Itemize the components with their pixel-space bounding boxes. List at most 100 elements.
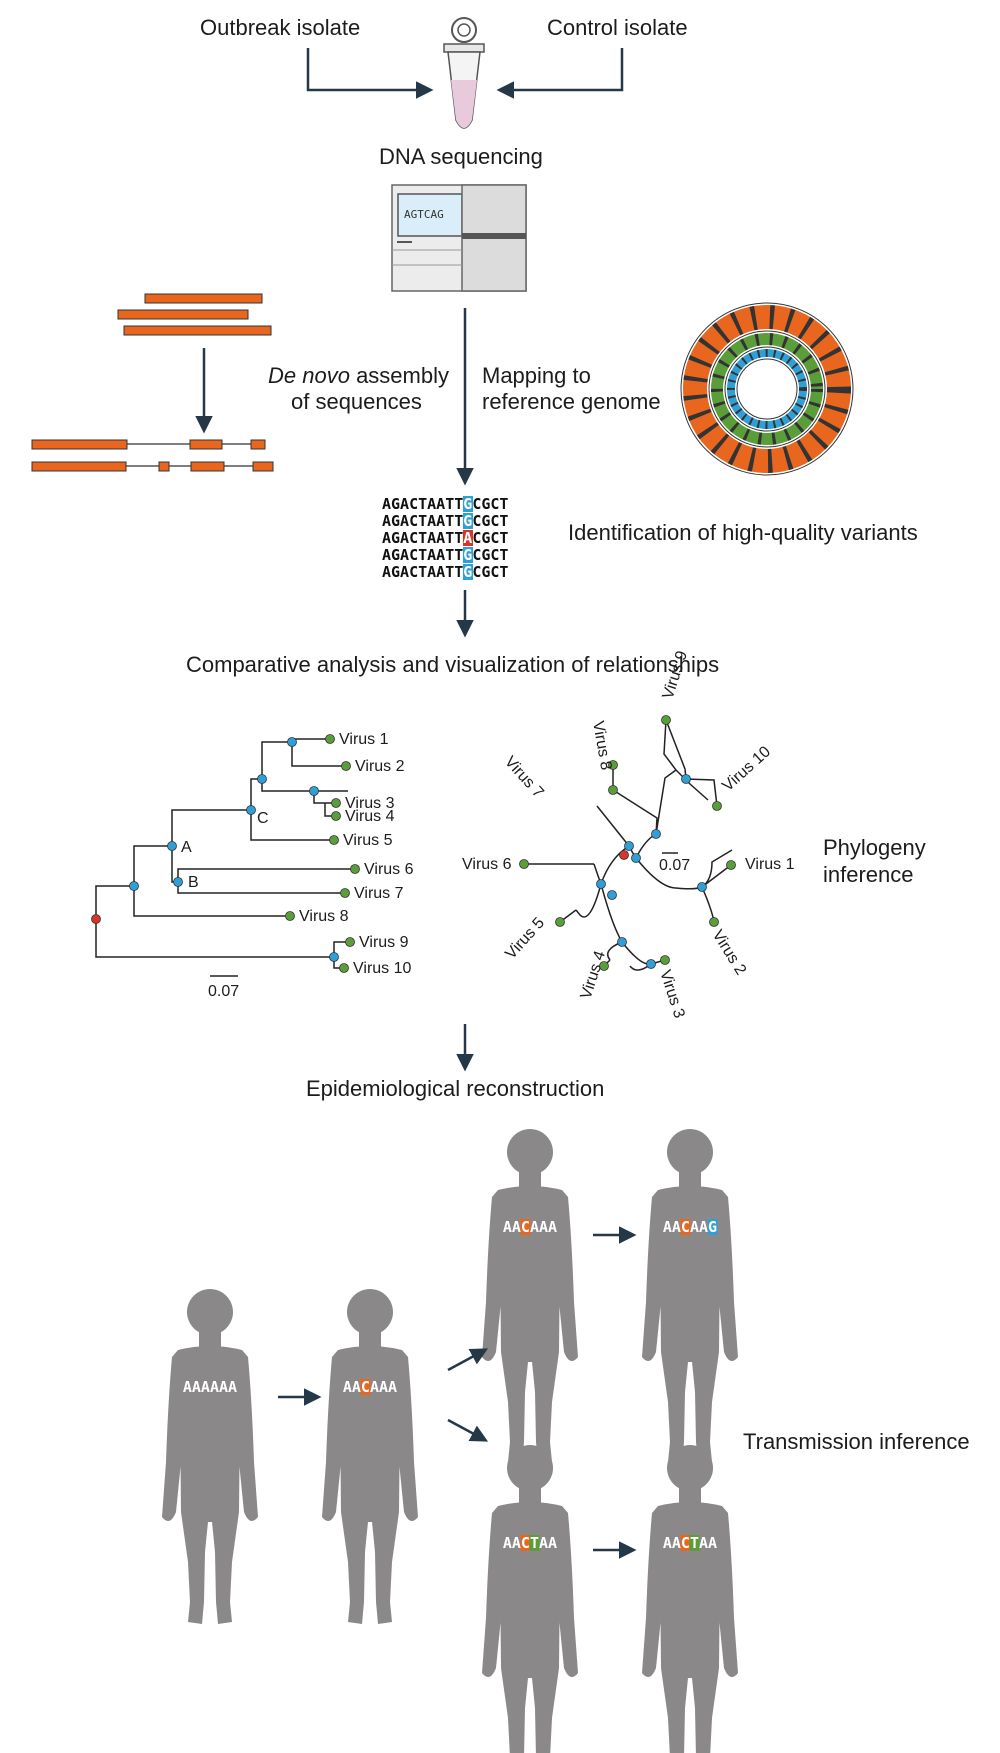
tree-tip: [519, 859, 529, 869]
tree-tip: [325, 734, 335, 744]
arrow-transmit-2: [447, 1348, 489, 1372]
dna-sequencing-label: DNA sequencing: [379, 144, 543, 169]
tree-node: [681, 774, 691, 784]
tube-icon: [443, 17, 485, 129]
sequencer-icon: [391, 184, 527, 292]
transmission-people: AAAAAA AACAAA AACAAA AACAAG AACTAA AACTAA: [162, 1129, 738, 1753]
tree-tip: [341, 761, 351, 771]
tree-tip: [331, 798, 341, 808]
virus-label: Virus 5: [502, 914, 548, 962]
scale-label-right: 0.07: [659, 857, 690, 874]
person-figure: AACAAA: [322, 1289, 418, 1624]
arrow-control: [496, 48, 624, 99]
epi-label: Epidemiological reconstruction: [306, 1076, 604, 1101]
virus-label: Virus 7: [354, 885, 404, 902]
mutation-highlight: [520, 1219, 531, 1235]
mutation-highlight: [360, 1379, 371, 1395]
tree-tip: [712, 801, 722, 811]
tree-tip: [340, 888, 350, 898]
rectangular-tree: [95, 738, 355, 969]
mutation-highlight: [529, 1535, 540, 1551]
virus-label: Virus 8: [299, 908, 349, 925]
tree-node: [167, 841, 177, 851]
control-label: Control isolate: [547, 15, 688, 40]
tree-node: [129, 881, 139, 891]
arrow-outbreak: [306, 48, 434, 99]
person-sequence: AACTAA: [503, 1534, 557, 1552]
variant-highlight: [462, 564, 473, 580]
tree-tip: [660, 955, 670, 965]
mapping-label-line2: reference genome: [482, 389, 661, 414]
virus-label: Virus 3: [656, 968, 687, 1020]
phylogeny-label-line1: Phylogeny: [823, 835, 926, 860]
comparative-label: Comparative analysis and visualization o…: [186, 652, 719, 677]
person-icon: [482, 1129, 578, 1464]
person-icon: [162, 1289, 258, 1624]
outbreak-label: Outbreak isolate: [200, 15, 360, 40]
alignment-row: AGACTAATTGCGCT: [382, 563, 508, 581]
denovo-label-line2: of sequences: [291, 389, 422, 414]
person-figure: AACAAA: [482, 1129, 578, 1464]
person-sequence: AACAAG: [663, 1218, 717, 1236]
person-sequence: AACAAA: [503, 1218, 557, 1236]
rectangular-tree-nodes: [91, 734, 360, 973]
person-sequence: AACAAA: [343, 1378, 397, 1396]
tree-tip: [726, 860, 736, 870]
tree-node: [309, 786, 319, 796]
virus-label: Virus 6: [364, 861, 414, 878]
tree-tip: [608, 760, 618, 770]
virus-label: Virus 2: [355, 758, 405, 775]
tree-node: [617, 937, 627, 947]
person-sequence: AACTAA: [663, 1534, 717, 1552]
variant-highlight: [462, 530, 473, 546]
person-icon: [482, 1445, 578, 1753]
person-figure: AACTAA: [642, 1445, 738, 1753]
contigs-icon: [31, 439, 274, 472]
virus-label: Virus 1: [745, 856, 795, 873]
tree-node: [624, 841, 634, 851]
person-icon: [642, 1445, 738, 1753]
tree-tip: [350, 864, 360, 874]
virus-label: Virus 6: [462, 856, 512, 873]
tree-node: [329, 952, 339, 962]
person-figure: AACAAG: [642, 1129, 738, 1464]
transmission-label: Transmission inference: [743, 1429, 970, 1454]
virus-label: Virus 2: [709, 927, 750, 978]
tree-node: [646, 959, 656, 969]
tree-tip: [709, 917, 719, 927]
virus-label: Virus 4: [578, 949, 609, 1001]
alignment-row: AGACTAATTGCGCT: [382, 495, 508, 513]
variant-alignment: AGACTAATTGCGCTAGACTAATTGCGCTAGACTAATTACG…: [382, 495, 508, 581]
tree-tip: [339, 963, 349, 973]
alignment-row: AGACTAATTGCGCT: [382, 546, 508, 564]
variant-highlight: [462, 496, 473, 512]
mutation-highlight: [707, 1219, 718, 1235]
denovo-label-line1: De novo assembly: [268, 363, 449, 388]
virus-label: Virus 8: [589, 720, 614, 772]
tree-node: [257, 774, 267, 784]
virus-label: Virus 10: [719, 743, 774, 795]
tree-tip: [599, 961, 609, 971]
tree-tip: [285, 911, 295, 921]
mutation-highlight: [689, 1535, 700, 1551]
reads-icon: [117, 293, 272, 336]
node-label-c: C: [257, 810, 269, 827]
person-icon: [642, 1129, 738, 1464]
tree-tip: [608, 785, 618, 795]
tree-node: [607, 890, 617, 900]
variants-label: Identification of high-quality variants: [568, 520, 918, 545]
person-figure: AAAAAA: [162, 1289, 258, 1624]
tree-node: [619, 850, 629, 860]
person-sequence: AAAAAA: [183, 1378, 237, 1396]
sequencer-screen-text: AGTCAG: [404, 208, 444, 221]
virus-label: Virus 10: [353, 960, 412, 977]
arrow-transmit-3: [447, 1418, 489, 1442]
virus-label: Virus 5: [343, 832, 393, 849]
tree-tip: [555, 917, 565, 927]
scale-label-left: 0.07: [208, 983, 239, 1000]
person-icon: [322, 1289, 418, 1624]
tree-node: [651, 829, 661, 839]
variant-highlight: [462, 547, 473, 563]
tree-node: [246, 805, 256, 815]
